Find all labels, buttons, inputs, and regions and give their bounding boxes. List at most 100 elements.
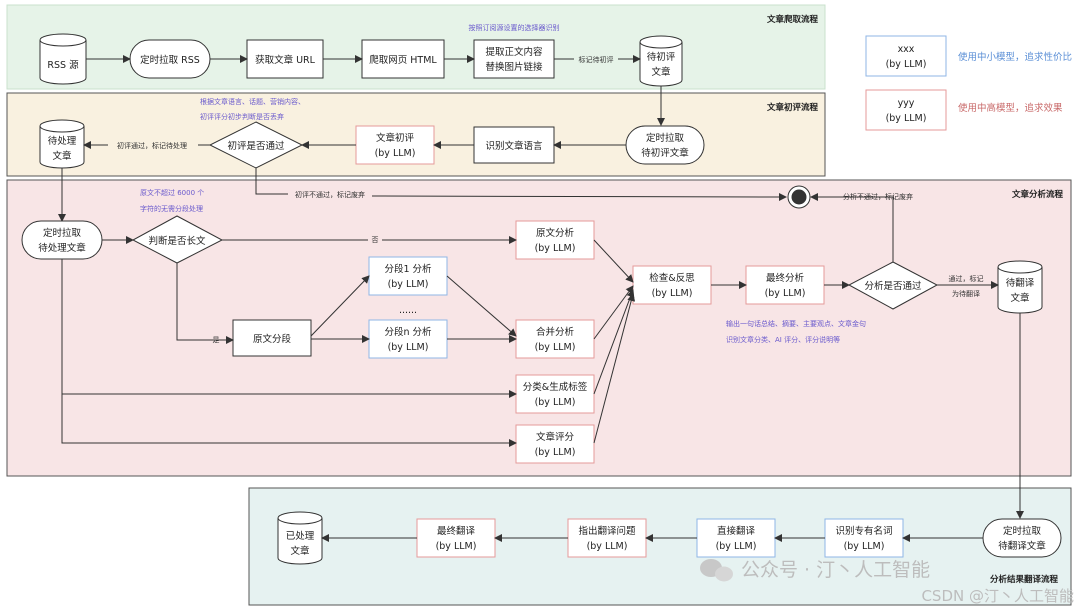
done-article-store: 已处理 文章 — [277, 511, 323, 565]
translate-fetch-label-2: 待翻译文章 — [998, 540, 1046, 552]
get-url-label: 获取文章 URL — [255, 54, 316, 66]
legend-large-sub: (by LLM) — [886, 113, 927, 124]
done-article-label-1: 已处理 — [286, 530, 315, 542]
analysis-fetch-label-1: 定时拉取 — [43, 227, 82, 239]
article-score-label: 文章评分 — [536, 431, 575, 443]
translation-issues-label: 指出翻译问题 — [578, 525, 636, 537]
classify-tags-sub: (by LLM) — [535, 397, 576, 408]
analysis-decision-label: 分析是否通过 — [864, 280, 922, 292]
segment-n-analysis-node — [368, 319, 448, 359]
todo-article-label-2: 文章 — [52, 150, 72, 162]
segment-1-sub: (by LLM) — [388, 279, 429, 290]
pending-translate-label-1: 待翻译 — [1006, 277, 1035, 289]
check-reflect-label: 检查&反思 — [649, 272, 695, 284]
review-decision-label: 初评是否通过 — [227, 140, 285, 152]
segment-1-label: 分段1 分析 — [384, 263, 432, 275]
crawl-html-label: 爬取网页 HTML — [369, 55, 437, 66]
analysis-pass-label-2: 为待翻译 — [952, 289, 980, 298]
merge-analysis-sub: (by LLM) — [535, 342, 576, 353]
legend-large-desc: 使用中高模型，追求效果 — [958, 102, 1063, 114]
translate-fetch-label-1: 定时拉取 — [1003, 525, 1042, 537]
check-reflect-sub: (by LLM) — [652, 288, 693, 299]
section-review-title: 文章初评流程 — [767, 102, 819, 113]
wechat-watermark: 公众号 · 汀丶人工智能 — [741, 559, 930, 581]
analysis-fetch-label-2: 待处理文章 — [38, 242, 86, 254]
wechat-logo-icon — [700, 559, 733, 582]
article-score-node — [515, 424, 595, 464]
translation-issues-node — [567, 518, 647, 558]
classify-tags-label: 分类&生成标签 — [523, 381, 588, 393]
detect-language-label: 识别文章语言 — [485, 140, 543, 152]
split-text-label: 原文分段 — [253, 333, 292, 345]
analysis-pass-label-1: 通过，标记 — [949, 274, 984, 283]
legend-small-name: xxx — [898, 44, 915, 55]
final-translate-label: 最终翻译 — [437, 525, 476, 537]
initial-review-llm-node — [355, 125, 435, 165]
pending-review-label-1: 待初评 — [647, 51, 676, 63]
mark-pending-review-label: 标记待初评 — [579, 55, 614, 64]
long-text-note-2: 字符的无需分段处理 — [140, 204, 203, 213]
todo-article-label-1: 待处理 — [48, 135, 77, 147]
csdn-watermark: CSDN @汀丶人工智能 — [921, 587, 1074, 605]
split-text-node — [232, 319, 312, 357]
rss-source-node: RSS 源 — [39, 33, 87, 85]
direct-translate-sub: (by LLM) — [716, 541, 757, 552]
legend-large-name: yyy — [898, 98, 915, 109]
review-edges — [58, 141, 787, 222]
full-analysis-label: 原文分析 — [536, 227, 575, 239]
final-analysis-sub: (by LLM) — [765, 288, 806, 299]
segment-dots: ...... — [399, 305, 417, 316]
section-analysis-title: 文章分析流程 — [1012, 189, 1064, 200]
direct-translate-label: 直接翻译 — [717, 525, 756, 537]
segment-n-sub: (by LLM) — [388, 342, 429, 353]
todo-article-store: 待处理 文章 — [39, 119, 85, 169]
article-score-sub: (by LLM) — [535, 447, 576, 458]
review-fail-label: 初评不通过，标记废弃 — [295, 190, 365, 199]
section-translate — [248, 487, 1072, 606]
review-fetch-label-2: 待初评文章 — [641, 147, 689, 159]
segment-n-label: 分段n 分析 — [384, 326, 432, 338]
analysis-edges — [61, 193, 1024, 519]
merge-analysis-label: 合并分析 — [536, 326, 575, 338]
section-crawl-title: 文章爬取流程 — [767, 14, 819, 25]
final-translate-sub: (by LLM) — [436, 541, 477, 552]
edge-no-label: 否 — [372, 236, 379, 244]
review-note-1: 根据文章语言、话题、营销内容、 — [200, 97, 305, 106]
final-translate-node — [416, 518, 496, 558]
pending-review-label-2: 文章 — [651, 66, 671, 78]
fetch-rss-label: 定时拉取 RSS — [140, 54, 200, 66]
pending-translate-store: 待翻译 文章 — [997, 260, 1043, 314]
extract-label-2: 替换图片链接 — [485, 61, 543, 73]
legend-small-sub: (by LLM) — [886, 59, 927, 70]
legend-small-desc: 使用中小模型，追求性价比 — [958, 51, 1072, 63]
analysis-decision-diamond — [847, 261, 939, 310]
final-analysis-label: 最终分析 — [766, 272, 805, 284]
review-pass-label: 初评通过，标记待处理 — [117, 141, 187, 150]
section-translate-title: 分析结果翻译流程 — [990, 574, 1059, 585]
segment-1-analysis-node — [368, 256, 448, 296]
final-analysis-node — [745, 265, 825, 305]
crawl-html-node — [361, 39, 445, 79]
pending-review-store: 待初评 文章 — [639, 35, 683, 87]
identify-terms-label: 识别专有名词 — [835, 525, 892, 537]
identify-terms-sub: (by LLM) — [844, 541, 885, 552]
discard-end-node — [787, 185, 811, 209]
initial-review-label-2: (by LLM) — [375, 148, 416, 159]
classify-tags-node — [515, 374, 595, 414]
analysis-output-note-1: 输出一句话总结、摘要、主要观点、文章金句 — [726, 319, 866, 328]
rss-source-label: RSS 源 — [47, 60, 79, 71]
legend-large-model-box — [865, 89, 947, 131]
legend-small-model-box — [865, 35, 947, 77]
long-text-decision-label: 判断是否长文 — [148, 235, 206, 247]
crawl-edges — [86, 55, 665, 126]
long-text-note-1: 原文不超过 6000 个 — [140, 188, 204, 197]
full-analysis-sub: (by LLM) — [535, 243, 576, 254]
crawl-selector-note: 按照订阅源设置的选择器识别 — [469, 23, 560, 32]
extract-label-1: 提取正文内容 — [485, 46, 543, 58]
review-fetch-label-1: 定时拉取 — [646, 132, 685, 144]
get-url-node — [246, 39, 324, 79]
analysis-output-note-2: 识别文章分类、AI 评分、评分说明等 — [726, 335, 840, 344]
review-note-2: 初评评分初步判断是否丢弃 — [200, 112, 284, 121]
translation-issues-sub: (by LLM) — [587, 541, 628, 552]
